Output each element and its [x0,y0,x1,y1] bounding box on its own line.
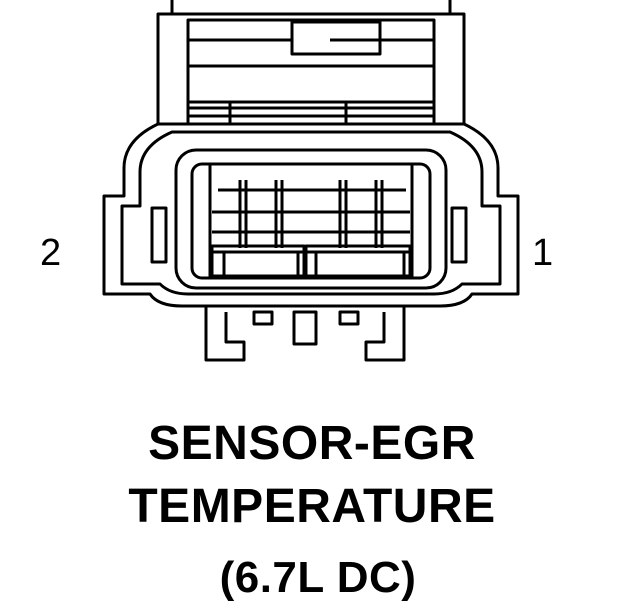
caption-line-2: TEMPERATURE [128,480,496,533]
connector-lower-tab [204,306,406,362]
pin-1-label: 1 [532,232,554,274]
terminals [210,244,412,278]
pin-2-label: 2 [40,232,62,274]
caption-line-3: (6.7L DC) [219,553,417,602]
connector-side-tabs [150,206,468,264]
terminal-grid [212,180,410,248]
caption-line-1: SENSOR-EGR [148,417,476,470]
connector-body [102,122,520,308]
terminal-cavity [174,148,448,290]
connector-latch [156,0,466,124]
